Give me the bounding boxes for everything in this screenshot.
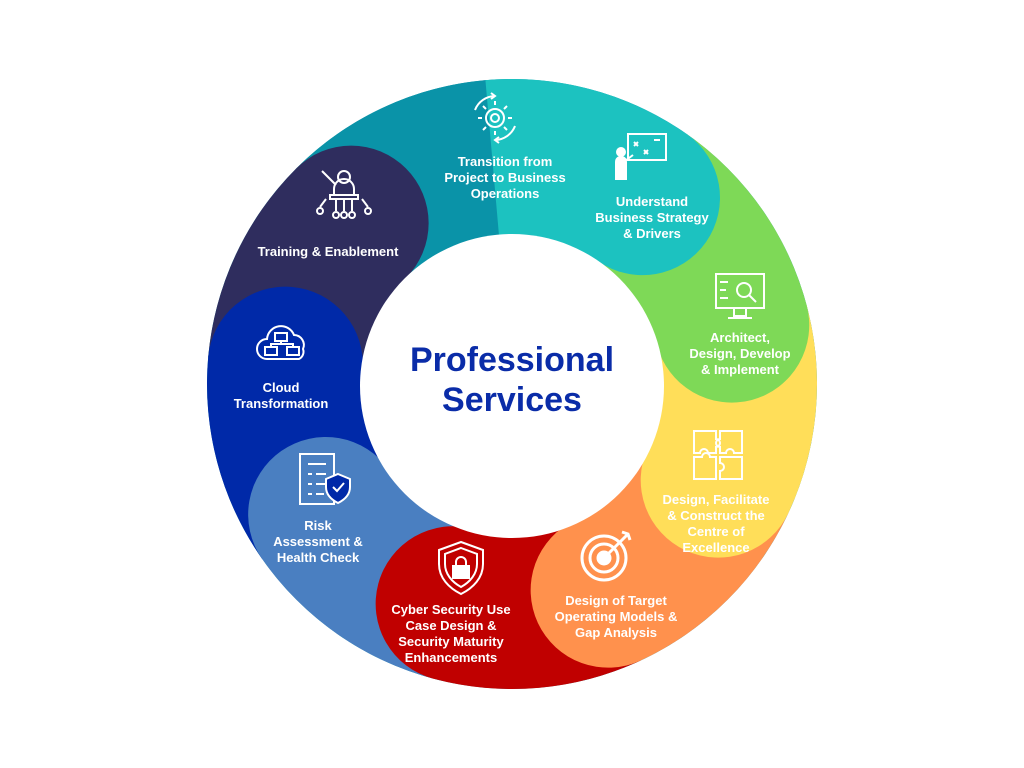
strategy-presenter-icon — [610, 128, 670, 188]
wedge-transition — [485, 79, 720, 276]
segment-label-risk: Risk Assessment & Health Check — [273, 518, 363, 565]
segment-label-training: Training & Enablement — [257, 244, 399, 259]
checklist-shield-icon — [294, 450, 354, 510]
segment-label-target-operating: Design of Target Operating Models & Gap … — [554, 593, 678, 640]
center-circle — [360, 234, 664, 538]
segment-label-transition: Transition from Project to Business Oper… — [444, 154, 566, 201]
segment-label-strategy: Understand Business Strategy & Drivers — [595, 194, 709, 241]
shield-lock-icon — [431, 538, 491, 598]
segment-label-architect: Architect, Design, Develop & Implement — [689, 330, 791, 377]
cloud-network-icon — [253, 315, 313, 375]
segment-label-cloud: Cloud Transformation — [233, 380, 329, 411]
segment-label-cyber-security: Cyber Security Use Case Design & Securit… — [391, 602, 511, 665]
target-icon — [576, 526, 636, 586]
trainer-network-icon — [314, 165, 374, 225]
center-title: Professional Services — [409, 341, 615, 419]
gear-cycle-icon — [465, 88, 525, 148]
design-monitor-icon — [710, 268, 770, 328]
puzzle-icon — [688, 425, 748, 485]
segment-label-coe: Design, Facilitate & Construct the Centr… — [662, 492, 770, 555]
